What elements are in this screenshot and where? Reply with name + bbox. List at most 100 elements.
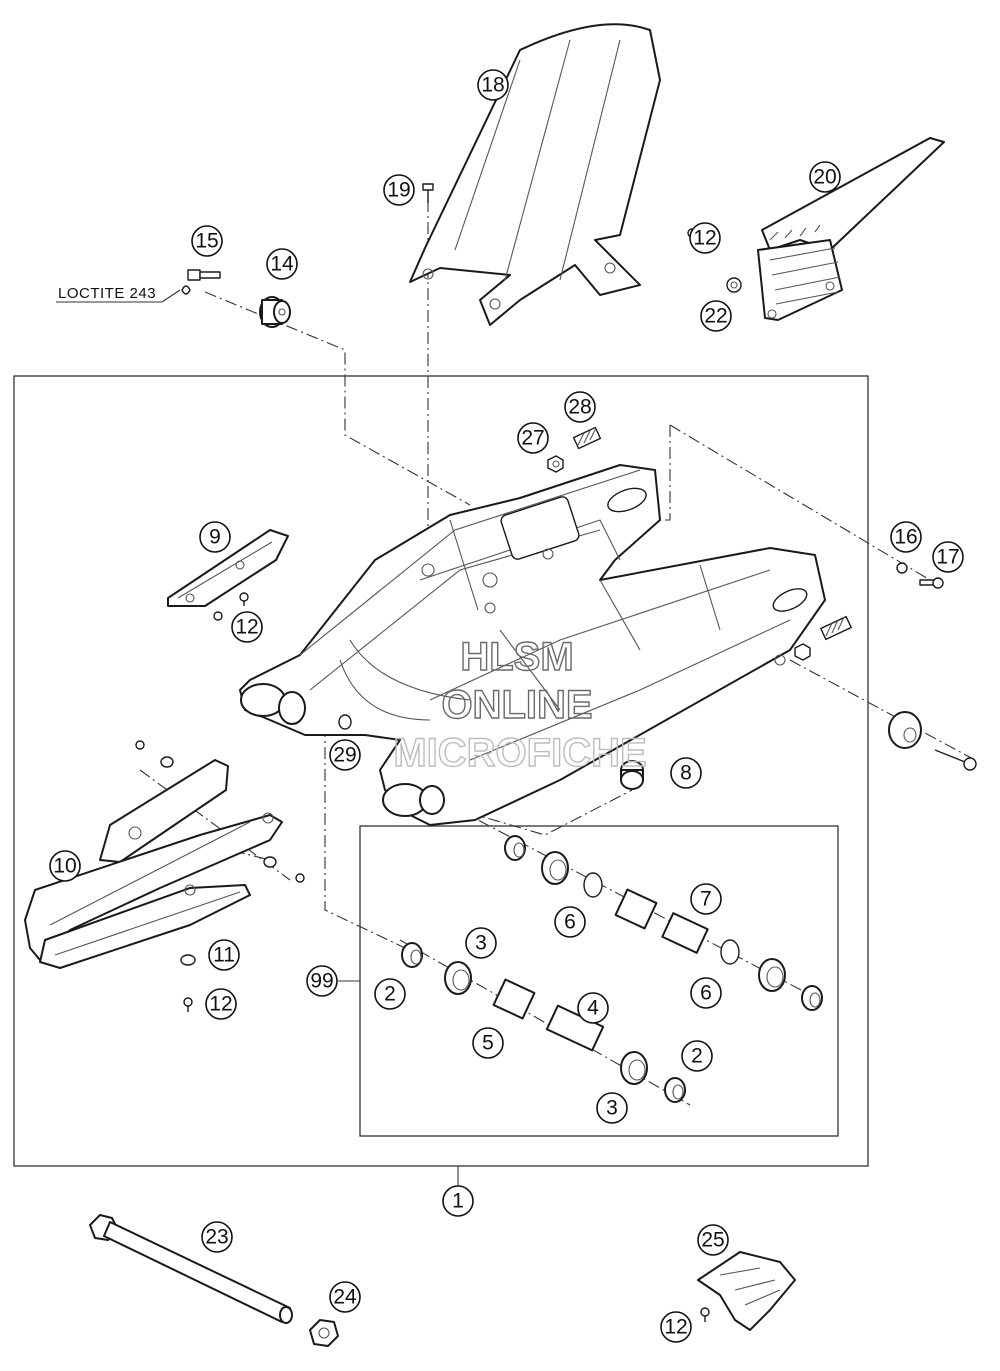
watermark-line-1: HLSM <box>460 635 573 679</box>
svg-text:10: 10 <box>53 855 76 878</box>
svg-text:28: 28 <box>568 396 591 419</box>
callout-6: 6 <box>690 977 722 1009</box>
svg-text:9: 9 <box>209 526 221 549</box>
svg-text:16: 16 <box>894 526 917 549</box>
callout-27: 27 <box>517 422 549 454</box>
svg-text:24: 24 <box>333 1286 357 1309</box>
callout-28: 28 <box>564 391 596 423</box>
swingarm-assembly-frame <box>13 375 869 1167</box>
callout-3: 3 <box>596 1092 628 1124</box>
swingarm <box>239 464 826 826</box>
svg-text:29: 29 <box>333 744 356 767</box>
svg-text:7: 7 <box>700 888 712 911</box>
callout-5: 5 <box>472 1027 504 1059</box>
guard-screw-12 <box>183 997 193 1012</box>
chain-slider <box>167 529 289 607</box>
callout-1: 1 <box>442 1185 474 1217</box>
callout-12: 12 <box>231 611 263 643</box>
guard-fastener-top <box>135 740 174 768</box>
callout-15: 15 <box>191 225 223 257</box>
bushing <box>259 296 291 328</box>
swingarm-axle <box>89 1214 293 1324</box>
svg-text:19: 19 <box>387 179 410 202</box>
bushing-8 <box>620 760 644 790</box>
svg-text:2: 2 <box>384 983 396 1006</box>
svg-text:23: 23 <box>205 1226 228 1249</box>
washer-16 <box>896 562 908 574</box>
svg-text:22: 22 <box>704 305 727 328</box>
watermark-line-3: MICROFICHE <box>393 731 646 775</box>
svg-text:25: 25 <box>701 1229 724 1252</box>
callout-11: 11 <box>208 939 240 971</box>
svg-text:18: 18 <box>481 74 504 97</box>
adjuster-screw-right <box>820 615 852 641</box>
rear-fender <box>409 23 661 326</box>
callout-10: 10 <box>49 850 81 882</box>
svg-text:12: 12 <box>693 227 716 250</box>
callout-7: 7 <box>690 883 722 915</box>
pivot-washer-right <box>888 711 922 749</box>
axle-nut <box>309 1319 339 1347</box>
callout-19: 19 <box>383 174 415 206</box>
svg-text:11: 11 <box>213 944 235 967</box>
svg-text:1: 1 <box>452 1190 464 1213</box>
callout-24: 24 <box>329 1281 361 1313</box>
svg-text:14: 14 <box>270 253 294 276</box>
callout-16: 16 <box>890 521 922 553</box>
callout-2: 2 <box>681 1040 713 1072</box>
callout-22: 22 <box>700 300 732 332</box>
plate-screw <box>700 1307 710 1322</box>
callout-18: 18 <box>477 69 509 101</box>
svg-text:8: 8 <box>680 762 692 785</box>
chain-guard-spacer <box>726 277 742 293</box>
svg-text:2: 2 <box>691 1045 703 1068</box>
callout-29: 29 <box>329 739 361 771</box>
svg-text:4: 4 <box>587 997 599 1020</box>
svg-text:12: 12 <box>235 616 258 639</box>
callout-12: 12 <box>205 988 237 1020</box>
callout-3: 3 <box>465 927 497 959</box>
svg-text:17: 17 <box>936 546 959 569</box>
protection-plate <box>697 1251 796 1331</box>
adjuster-nut <box>547 455 564 473</box>
callout-23: 23 <box>201 1221 233 1253</box>
callout-12: 12 <box>689 222 721 254</box>
callout-9: 9 <box>199 521 231 553</box>
guard-washer-11 <box>180 954 196 966</box>
svg-text:15: 15 <box>195 230 218 253</box>
callout-99: 99 <box>306 965 338 997</box>
chain-slider-screw <box>213 592 249 621</box>
svg-text:20: 20 <box>813 166 836 189</box>
watermark: HLSM ONLINE MICROFICHE <box>393 634 648 775</box>
bearing-kit-parts <box>401 835 823 1103</box>
svg-text:99: 99 <box>310 970 333 993</box>
pivot-bolt-right <box>934 749 977 771</box>
chain-guard <box>757 137 945 321</box>
loctite-note: LOCTITE 243 <box>58 285 156 302</box>
svg-text:27: 27 <box>521 427 544 450</box>
callout-4: 4 <box>577 992 609 1024</box>
callout-14: 14 <box>266 248 298 280</box>
svg-text:12: 12 <box>664 1316 687 1339</box>
pivot-bolt <box>181 269 221 295</box>
fender-screw <box>422 183 434 203</box>
callout-17: 17 <box>932 541 964 573</box>
loctite-leader-tail <box>161 289 181 303</box>
guard-fastener-mid <box>263 856 305 883</box>
callout-8: 8 <box>670 757 702 789</box>
svg-text:3: 3 <box>475 932 487 955</box>
screw-17 <box>919 577 944 589</box>
svg-text:3: 3 <box>606 1097 618 1120</box>
watermark-line-2: ONLINE <box>441 683 592 727</box>
lower-chain-guard <box>24 759 283 969</box>
svg-text:12: 12 <box>209 993 232 1016</box>
adjuster-screw <box>572 426 602 450</box>
callout-12: 12 <box>660 1311 692 1343</box>
callout-2: 2 <box>374 978 406 1010</box>
callout-25: 25 <box>697 1224 729 1256</box>
svg-text:6: 6 <box>564 911 576 934</box>
svg-text:5: 5 <box>482 1032 494 1055</box>
grommet-29 <box>338 714 352 730</box>
callout-6: 6 <box>554 906 586 938</box>
